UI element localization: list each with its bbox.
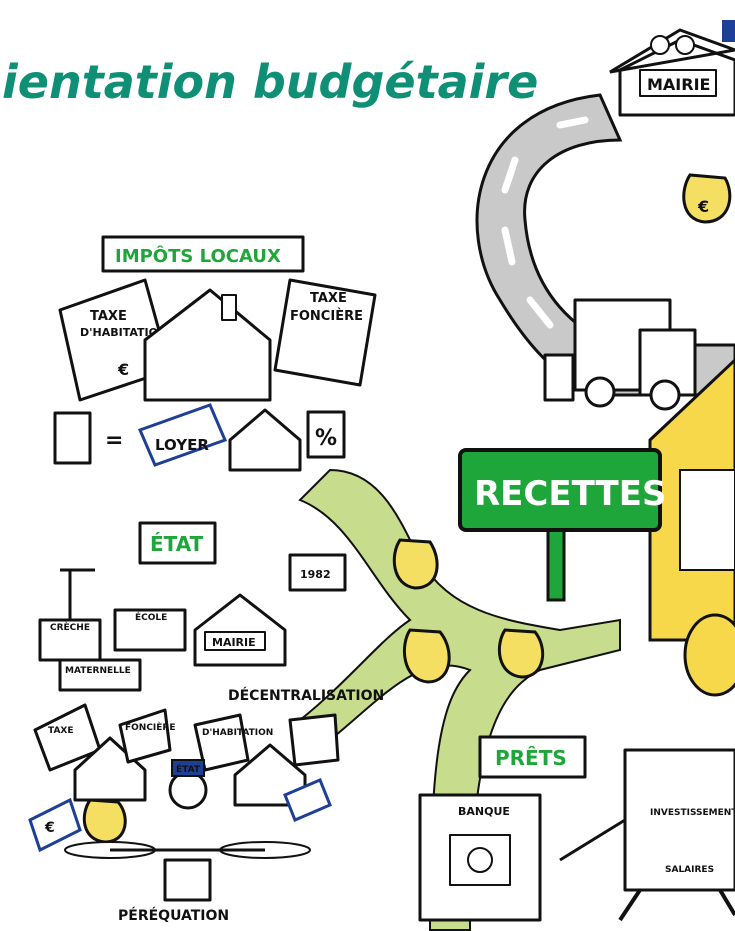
calendar-year: 1982 <box>300 568 331 581</box>
garbage-truck <box>543 298 697 411</box>
town-hall-top: MAIRIE <box>609 20 735 117</box>
prets-label: PRÊTS <box>495 746 567 770</box>
decentralisation-label: DÉCENTRALISATION <box>228 687 384 704</box>
taxe-habitation-2: D'HABITATION <box>80 326 167 339</box>
prets-section: PRÊTS BANQUE <box>418 735 587 922</box>
banque-label: BANQUE <box>458 805 510 818</box>
taxe-small-2: D'HABITATION <box>202 728 273 738</box>
recettes-label: RECETTES <box>474 474 666 514</box>
equals-sign: = <box>105 428 123 453</box>
maternelle-label: MATERNELLE <box>65 666 131 676</box>
perequation-label: PÉRÉQUATION <box>118 907 229 924</box>
etat-section: ÉTAT CRÈCHE ÉCOLE MATERNELLE MAIRIE 1982… <box>38 521 384 704</box>
euro-symbol-3: € <box>44 820 55 836</box>
perequation-section: TAXE FONCIÈRE D'HABITATION € ÉTAT PÉRÉQU… <box>28 703 340 924</box>
taxe-small-1: TAXE <box>48 726 74 736</box>
investissements-label: INVESTISSEMENTS <box>650 808 735 818</box>
mairie-top-label: MAIRIE <box>647 75 710 94</box>
money-bag-road: € <box>682 173 732 224</box>
money-bags-paths <box>392 538 545 684</box>
budget-board: INVESTISSEMENTS SALAIRES <box>559 748 735 922</box>
impots-locaux-label: IMPÔTS LOCAUX <box>115 245 281 267</box>
mairie-mid-label: MAIRIE <box>212 636 256 649</box>
taxe-habitation-1: TAXE <box>90 309 127 324</box>
etat-hat-label: ÉTAT <box>176 763 201 775</box>
etat-label: ÉTAT <box>150 532 204 556</box>
salaires-label: SALAIRES <box>665 865 714 875</box>
impots-locaux-section: IMPÔTS LOCAUX TAXE D'HABITATION € TAXE F… <box>53 235 377 472</box>
taxe-fonciere-2: FONCIÈRE <box>290 308 363 324</box>
creche-label: CRÈCHE <box>50 621 90 633</box>
page-title: ientation budgétaire <box>2 55 538 109</box>
taxe-small-3: FONCIÈRE <box>125 721 176 733</box>
euro-symbol-1: € <box>697 197 709 216</box>
euro-symbol-2: € <box>117 360 129 379</box>
ecole-label: ÉCOLE <box>135 611 167 623</box>
recettes-sign: RECETTES <box>458 448 666 602</box>
percent-sign: % <box>315 426 337 451</box>
yellow-house <box>648 357 735 697</box>
taxe-fonciere-1: TAXE <box>310 291 347 306</box>
loyer-tag: LOYER <box>155 436 209 454</box>
